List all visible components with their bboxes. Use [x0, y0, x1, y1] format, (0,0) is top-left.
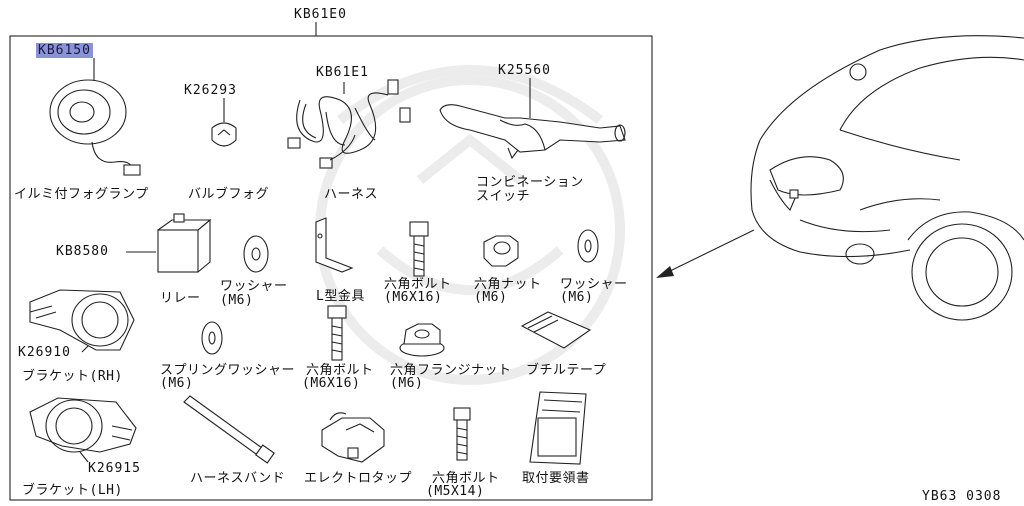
flange-nut-size: (M6) [390, 376, 424, 391]
figure-code: YB63 0308 [922, 489, 1002, 504]
switch-drawing [439, 78, 626, 160]
bolt-3-drawing [453, 407, 471, 461]
kit-part-number: KB61E0 [294, 7, 347, 22]
harness-drawing [287, 79, 411, 169]
electro-tap-name: エレクトロタップ [304, 471, 413, 486]
nut-size: (M6) [474, 290, 508, 305]
fog-lamp-name: イルミ付フォグランプ [14, 187, 149, 202]
bolt-1-drawing [409, 221, 429, 277]
butyl-tape-drawing [520, 311, 592, 349]
washer-1-size: (M6) [220, 293, 254, 308]
bolt-1-name: 六角ボルト [384, 277, 452, 292]
bulb-drawing [211, 98, 237, 147]
bolt-3-name: 六角ボルト [432, 471, 500, 486]
harness-band-drawing [183, 395, 275, 464]
bolt-2-size: (M6X16) [302, 376, 361, 391]
relay-part-number[interactable]: KB8580 [56, 244, 109, 259]
bolt-1-size: (M6X16) [384, 290, 443, 305]
washer-2-drawing [577, 229, 599, 263]
flange-nut-name: 六角フランジナット [390, 363, 512, 378]
washer-1-drawing [243, 235, 269, 273]
washer-2-size: (M6) [560, 290, 594, 305]
manual-name: 取付要領書 [522, 471, 590, 486]
bulb-part-number[interactable]: K26293 [184, 83, 237, 98]
nut-name: 六角ナット [474, 277, 542, 292]
l-bracket-name: L型金具 [316, 289, 365, 304]
bracket-rh-part-number[interactable]: K26910 [18, 345, 71, 360]
bolt-2-drawing [327, 305, 347, 361]
switch-part-number[interactable]: K25560 [498, 63, 551, 78]
harness-name: ハーネス [324, 187, 379, 202]
bulb-name: バルブフォグ [188, 187, 270, 202]
switch-name-line1: コンビネーション [476, 175, 584, 190]
relay-drawing [126, 213, 212, 273]
nut-drawing [483, 235, 519, 267]
manual-drawing [529, 391, 587, 465]
washer-1-name: ワッシャー [220, 279, 288, 294]
bolt-2-name: 六角ボルト [306, 363, 374, 378]
spring-washer-name: スプリングワッシャー [160, 363, 296, 378]
bracket-rh-name: ブラケット(RH) [22, 369, 123, 384]
pointer-arrow [656, 229, 755, 278]
washer-2-name: ワッシャー [560, 277, 628, 292]
flange-nut-drawing [399, 323, 445, 357]
bracket-rh-drawing [29, 289, 135, 353]
butyl-tape-name: ブチルテープ [526, 363, 607, 378]
electro-tap-drawing [321, 412, 385, 463]
spring-washer-size: (M6) [160, 376, 194, 391]
harness-band-name: ハーネスバンド [190, 471, 286, 486]
l-bracket-drawing [315, 217, 354, 273]
bracket-lh-part-number[interactable]: K26915 [88, 461, 141, 476]
switch-name-line2: スイッチ [476, 189, 531, 204]
fog-lamp-part-number-text[interactable]: KB6150 [36, 43, 93, 58]
relay-name: リレー [160, 291, 201, 306]
bracket-lh-name: ブラケット(LH) [22, 483, 123, 498]
car-drawing [750, 35, 1024, 321]
harness-part-number[interactable]: KB61E1 [316, 65, 369, 80]
bracket-lh-drawing [29, 397, 137, 463]
kit-frame [9, 35, 653, 501]
fog-lamp-drawing [49, 58, 141, 176]
spring-washer-drawing [201, 321, 223, 355]
fog-lamp-part-number[interactable]: KB6150 [36, 43, 93, 58]
bolt-3-size: (M5X14) [426, 484, 485, 499]
